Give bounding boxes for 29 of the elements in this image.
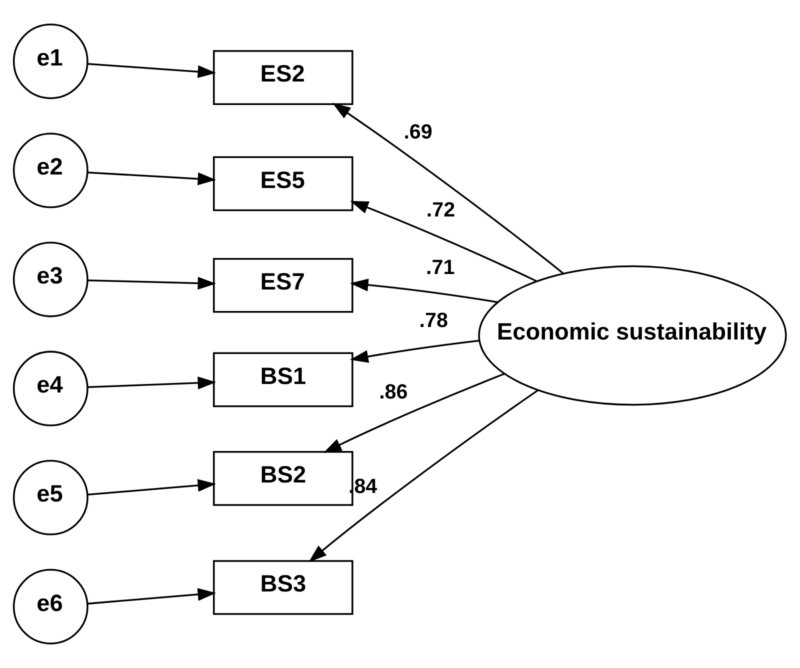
arrow — [87, 276, 216, 290]
arrow — [87, 172, 216, 186]
node-box: ES2 — [212, 50, 354, 105]
node-box: BS3 — [212, 560, 354, 615]
node-circle: e4 — [12, 350, 88, 426]
node-ellipse: Economic sustainability — [478, 265, 787, 406]
edge-label: .78 — [419, 309, 448, 332]
node-box: BS1 — [212, 352, 354, 408]
node-box: ES7 — [212, 258, 354, 313]
arrow — [308, 390, 538, 562]
arrow — [87, 479, 216, 496]
arrow — [332, 102, 564, 274]
node-circle: e5 — [12, 460, 88, 536]
edge-label: .69 — [404, 120, 432, 144]
arrow — [87, 588, 216, 605]
edge-label: .72 — [426, 198, 456, 222]
node-box: ES5 — [212, 156, 354, 212]
arrow — [87, 63, 216, 78]
arrow — [350, 278, 498, 304]
arrow — [350, 340, 480, 363]
edge-label: .71 — [426, 256, 455, 280]
node-circle: e6 — [12, 568, 88, 644]
edge-label: .86 — [379, 380, 408, 404]
node-circle: e3 — [12, 242, 88, 318]
arrow — [323, 373, 505, 453]
node-circle: e2 — [12, 132, 88, 208]
arrow — [350, 200, 537, 282]
node-circle: e1 — [12, 24, 88, 100]
arrow — [87, 376, 216, 390]
